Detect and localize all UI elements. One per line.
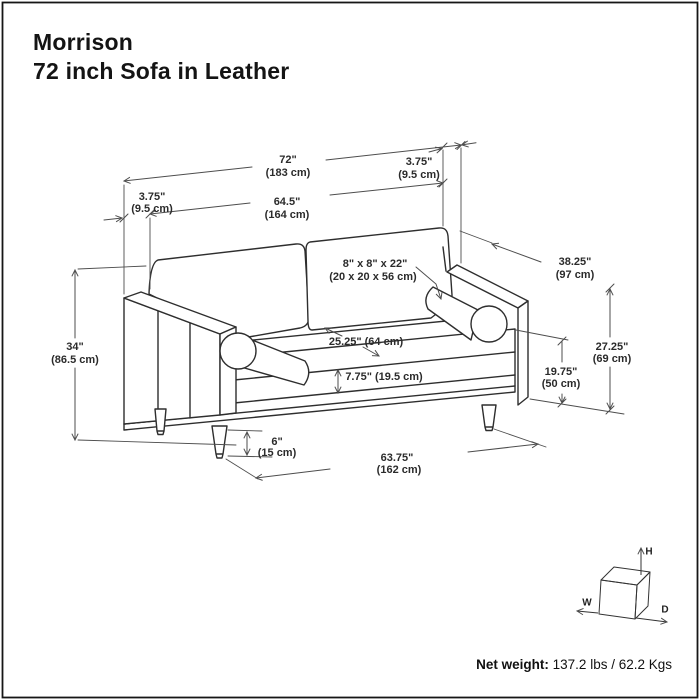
leg-front-left xyxy=(211,425,228,459)
dim-interior-width-cm: (164 cm) xyxy=(264,209,310,221)
dim-right-arm-width-cm: (9.5 cm) xyxy=(398,169,440,181)
dim-base-width-cm: (162 cm) xyxy=(376,464,422,476)
dim-bolster-pillow-cm: (20 x 20 x 56 cm) xyxy=(329,271,417,283)
dim-leg-height-cm: (15 cm) xyxy=(257,447,297,459)
net-weight: Net weight: 137.2 lbs / 62.2 Kgs xyxy=(476,657,672,672)
back-frame-right-edge xyxy=(442,246,447,272)
dim-left-arm-width-in: 3.75" xyxy=(138,191,166,203)
seat-seam-2 xyxy=(233,374,516,404)
dim-base-frame-height: 7.75" (19.5 cm) xyxy=(345,371,423,383)
leg-back-left xyxy=(154,408,167,436)
product-variant: 72 inch Sofa in Leather xyxy=(33,58,290,84)
dim-arm-height-in: 27.25" xyxy=(595,341,629,353)
bolster-left-end xyxy=(219,332,257,370)
dim-overall-width-cm: (183 cm) xyxy=(265,167,311,179)
net-weight-value: 137.2 lbs / 62.2 Kgs xyxy=(552,657,672,672)
cube-height-label: H xyxy=(645,546,653,558)
dim-left-arm-width-cm: (9.5 cm) xyxy=(131,203,173,215)
dim-base-width-in: 63.75" xyxy=(380,452,414,464)
dim-bolster-pillow-in: 8" x 8" x 22" xyxy=(342,258,408,270)
dim-overall-depth-in: 38.25" xyxy=(558,256,592,268)
bolster-left-body xyxy=(240,339,310,386)
bolster-right-end xyxy=(470,305,508,343)
dim-overall-depth-cm: (97 cm) xyxy=(555,269,595,281)
dim-seat-height-in: 19.75" xyxy=(544,366,578,378)
witness-ticks xyxy=(119,141,615,415)
orientation-cube-icon xyxy=(575,546,669,625)
dim-seat-height-cm: (50 cm) xyxy=(541,378,581,390)
product-title-block: Morrison 72 inch Sofa in Leather xyxy=(33,28,289,86)
cube-width-label: W xyxy=(582,597,592,609)
dim-arm-height-cm: (69 cm) xyxy=(592,353,632,365)
dim-leg-height-in: 6" xyxy=(271,436,283,448)
right-arm-front-face xyxy=(517,300,529,406)
sofa-illustration xyxy=(123,227,529,459)
cube-depth-label: D xyxy=(661,604,669,616)
product-name: Morrison xyxy=(33,29,133,55)
dim-overall-width-in: 72" xyxy=(279,154,297,166)
dim-overall-height-in: 34" xyxy=(66,341,84,353)
dim-right-arm-width-in: 3.75" xyxy=(405,156,433,168)
dim-interior-width-in: 64.5" xyxy=(273,196,301,208)
dim-seat-depth: 25.25" (64 cm) xyxy=(328,336,404,348)
dim-overall-height-cm: (86.5 cm) xyxy=(51,354,99,366)
bolster-right-body xyxy=(425,286,479,341)
leg-front-right xyxy=(481,404,497,432)
net-weight-label: Net weight: xyxy=(476,657,549,672)
dimension-lines xyxy=(71,140,625,481)
